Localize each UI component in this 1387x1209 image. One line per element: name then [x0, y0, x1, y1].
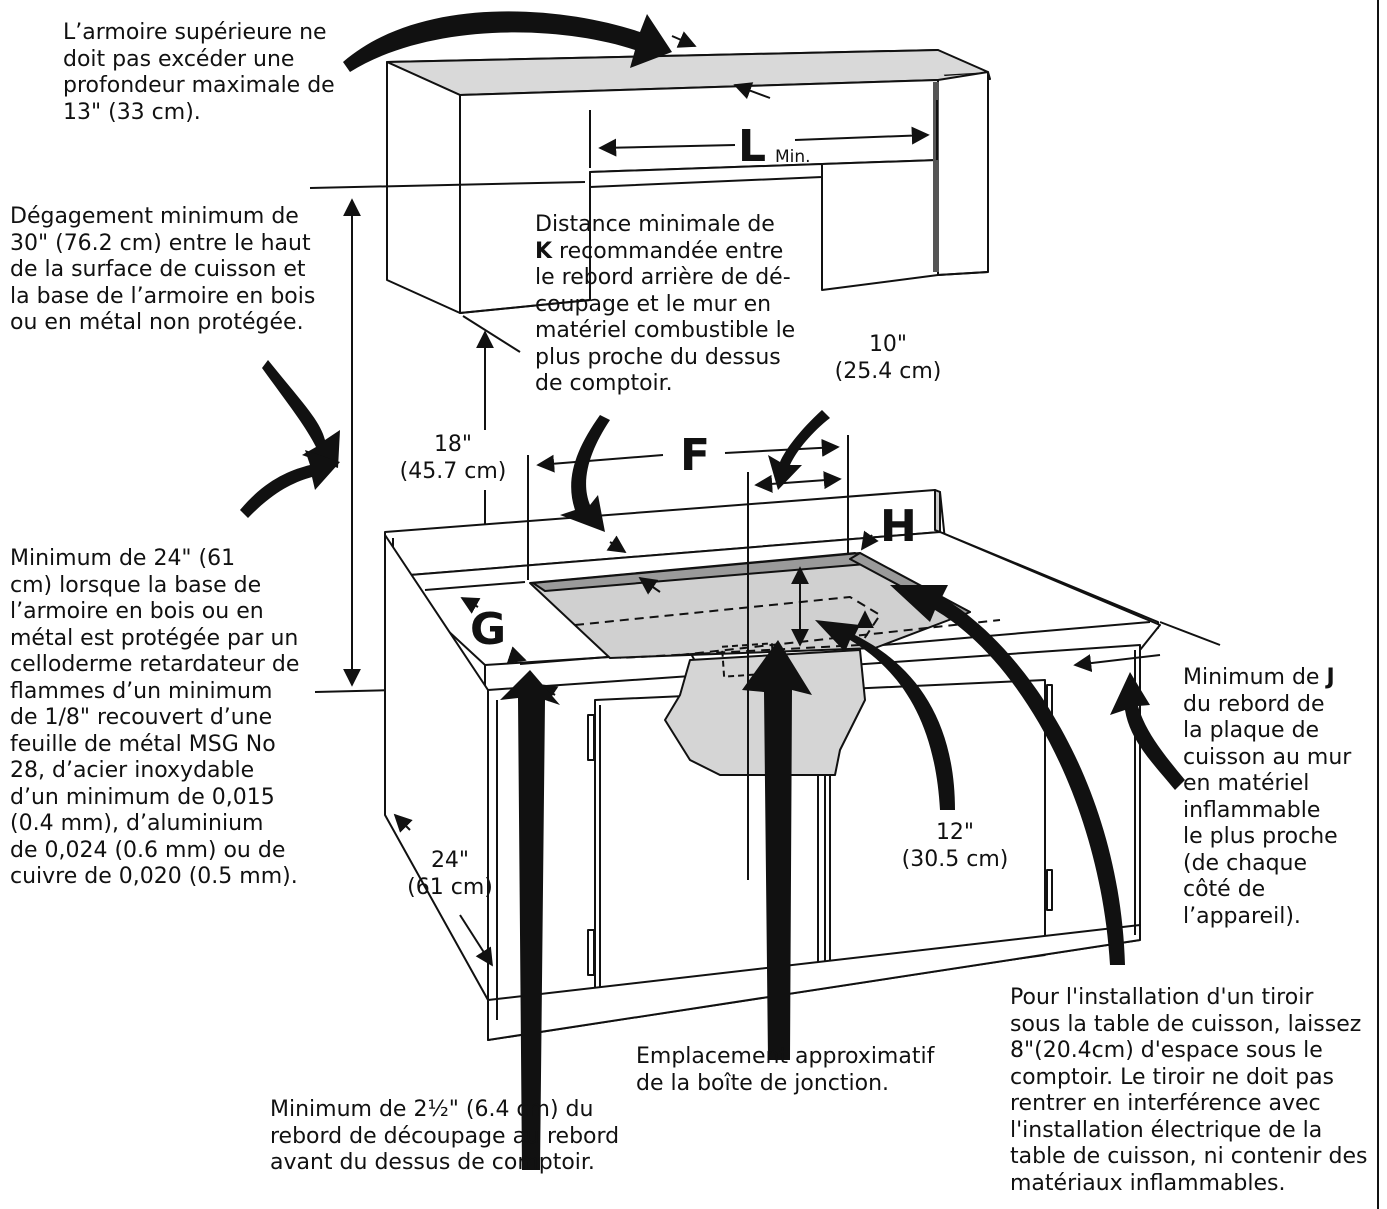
arrow-minimum-j: [1110, 672, 1185, 790]
note-clearance-30: Dégagement minimum de 30" (76.2 cm) entr…: [10, 204, 316, 335]
note-minimum-2half: Minimum de 2½" (6.4 cm) du rebord de déc…: [270, 1097, 620, 1175]
arrow-upper-cabinet: [343, 11, 672, 72]
distance-k-letter: K: [535, 238, 553, 264]
arrow-ten-in: [768, 410, 830, 490]
minimum-j-post: du rebord de la plaque de cuisson au mur…: [1183, 691, 1352, 929]
note-upper-cabinet: L’armoire supérieure ne doit pas excéder…: [63, 20, 335, 125]
letter-L: L: [738, 121, 767, 172]
label-twentyfour-in: 24" (61 cm): [407, 848, 493, 900]
dimension-24in: [393, 813, 493, 967]
note-minimum-24: Minimum de 24" (61 cm) lorsque la base d…: [10, 546, 300, 889]
letter-F: F: [680, 430, 711, 481]
note-junction-box: Emplacement approximatif de la boîte de …: [636, 1044, 935, 1096]
dimension-L: [589, 100, 938, 168]
arrow-clearance-30: [262, 360, 340, 468]
base-cabinet: [384, 489, 1161, 1041]
arrow-minimum-2half: [500, 670, 560, 1170]
distance-k-post: recommandée entre le rebord arrière de d…: [535, 238, 796, 397]
arrow-distance-k: [560, 415, 610, 532]
label-twelve-in: 12" (30.5 cm): [901, 820, 1009, 872]
letter-H: H: [880, 501, 917, 552]
dimension-F: [527, 435, 849, 580]
arrow-minimum-24: [240, 450, 340, 518]
dimension-G: [424, 581, 608, 665]
label-eighteen-in: 18" (45.7 cm): [399, 432, 507, 484]
note-minimum-j: Minimum de J du rebord de la plaque de c…: [1183, 665, 1363, 930]
arrow-twelve-in: [815, 620, 955, 810]
distance-k-pre: Distance minimale de: [535, 212, 775, 237]
note-drawer: Pour l'installation d'un tiroir sous la …: [1010, 985, 1368, 1196]
minimum-j-pre: Minimum de: [1183, 665, 1327, 690]
minimum-j-letter: J: [1326, 665, 1335, 690]
dimension-10in: [747, 471, 842, 880]
letter-G: G: [470, 604, 507, 655]
dimension-J: [1073, 621, 1221, 673]
letter-L-min: Min.: [775, 147, 811, 167]
label-ten-in: 10" (25.4 cm): [834, 332, 942, 384]
dimension-H: [606, 530, 879, 647]
callout-arrows: [240, 11, 1185, 1170]
arrow-drawer: [890, 585, 1125, 965]
arrow-junction-box: [742, 640, 812, 1060]
